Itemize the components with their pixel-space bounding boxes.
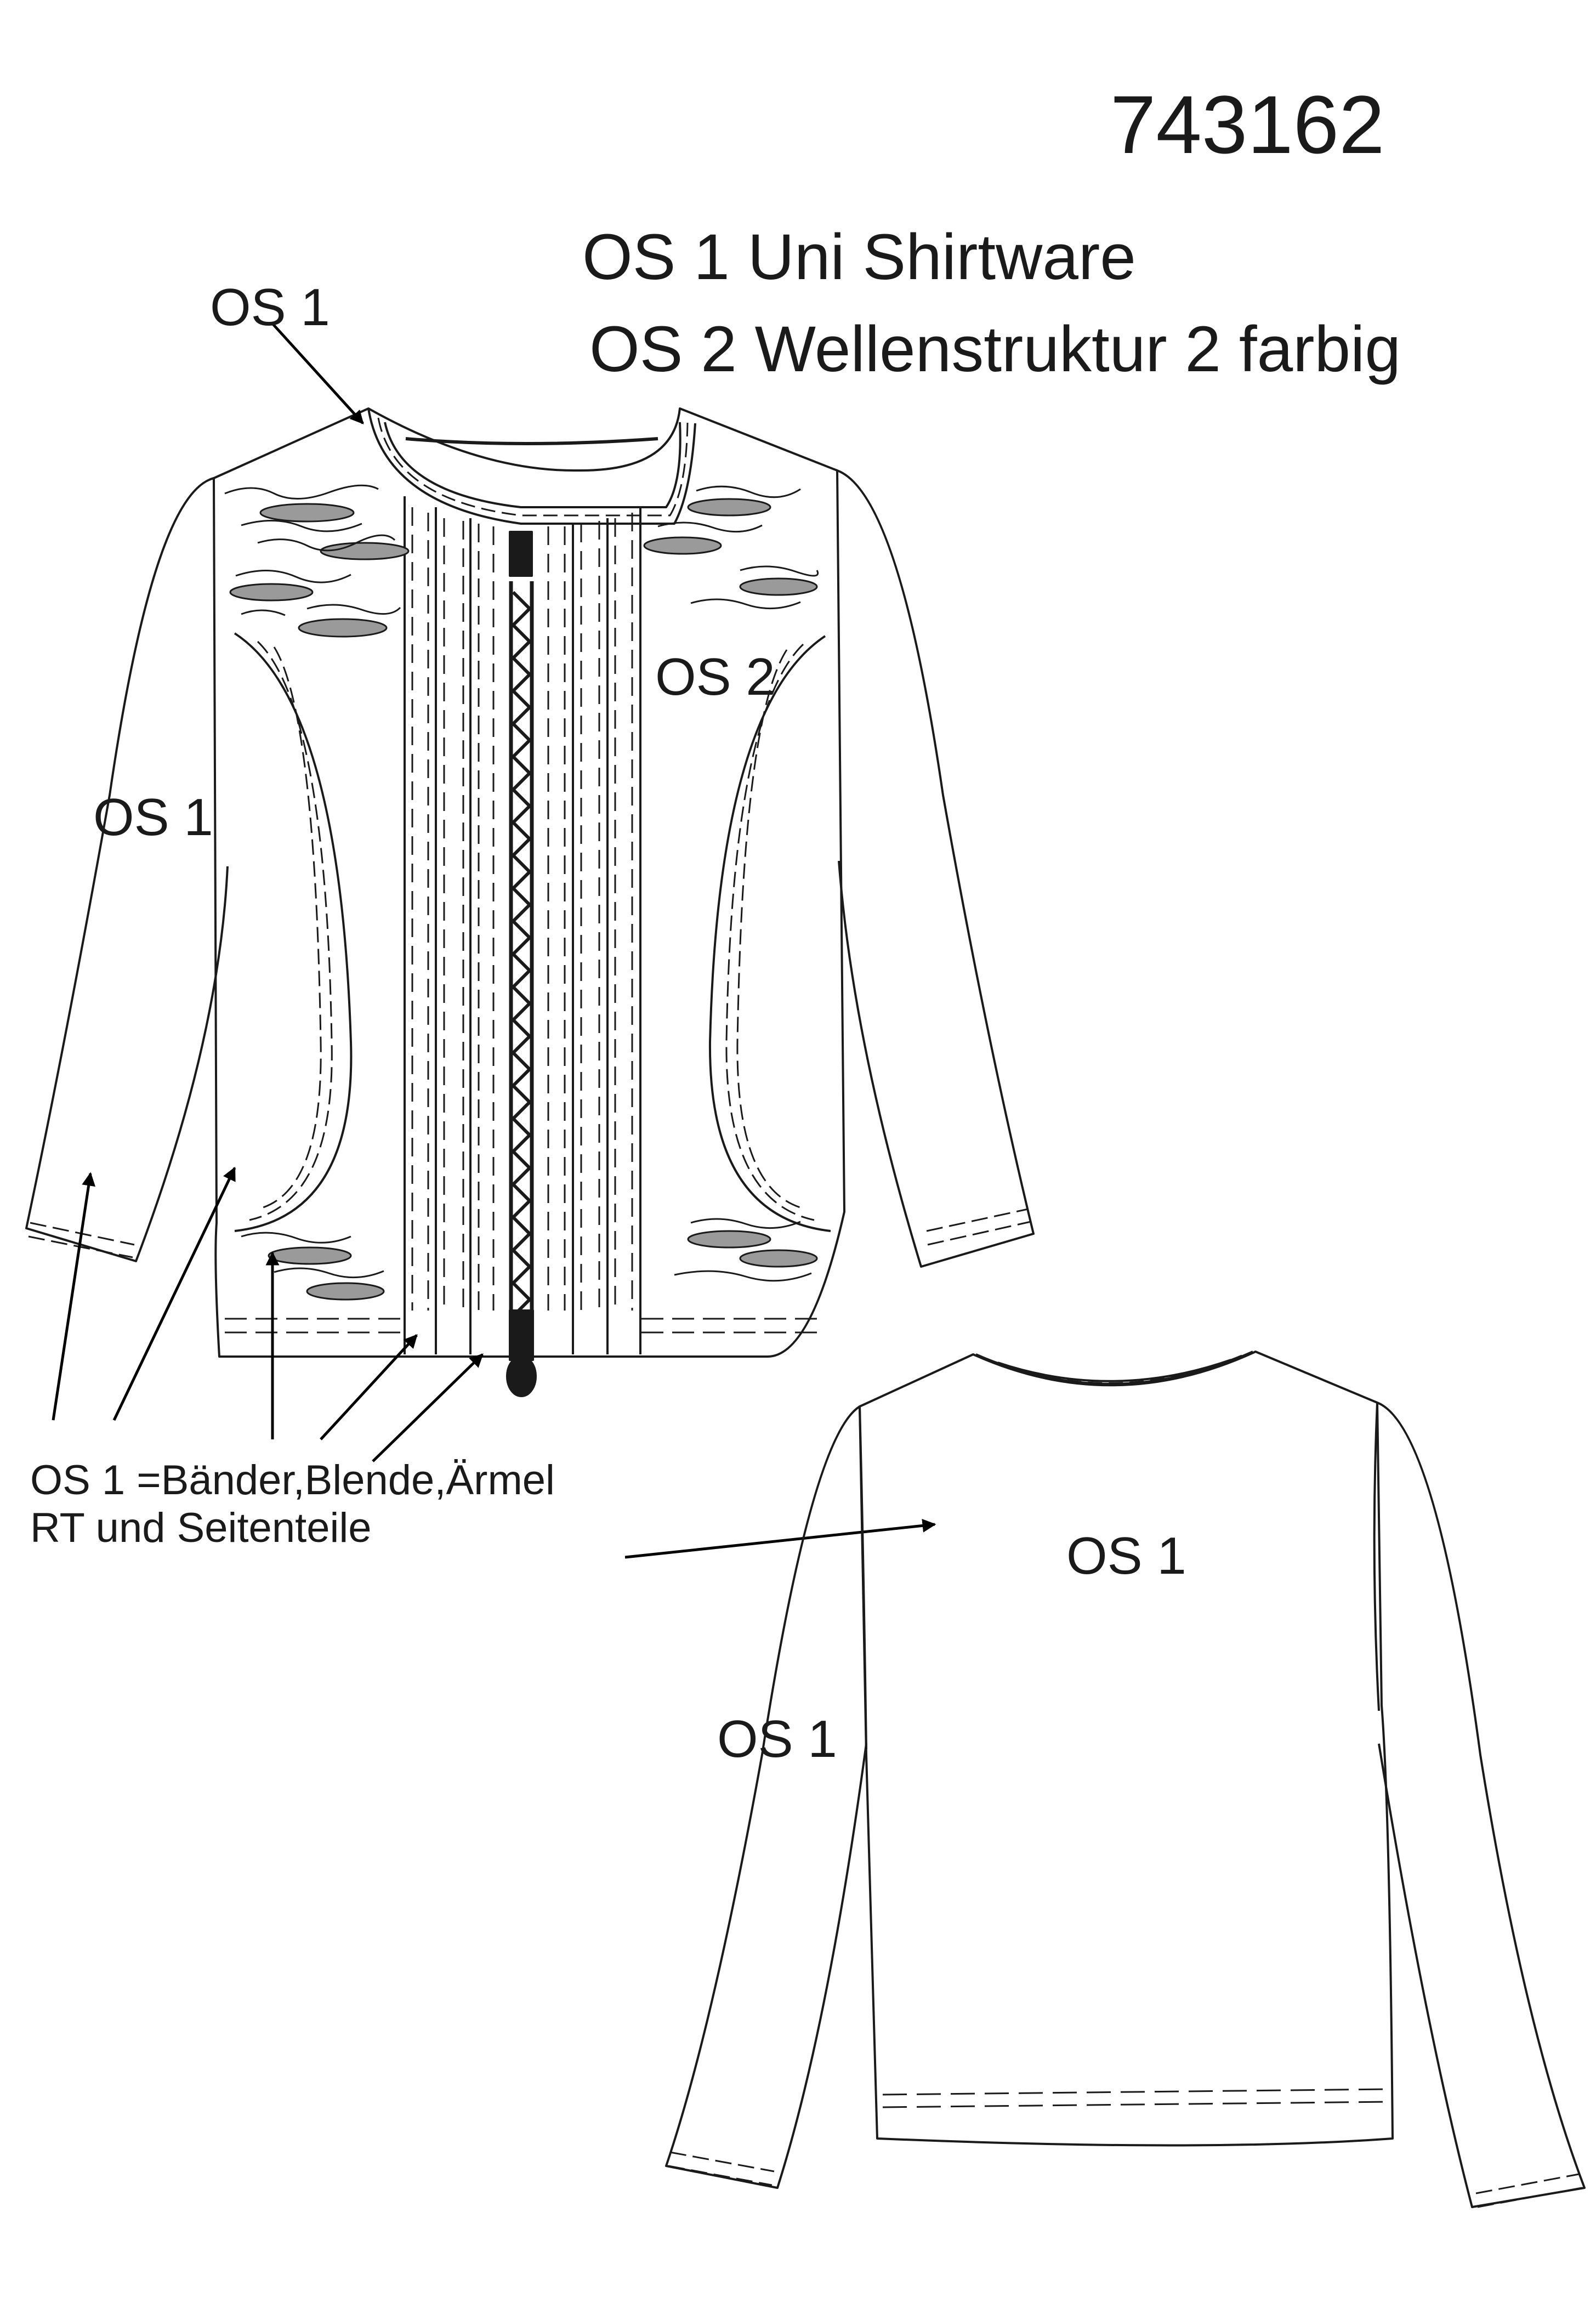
material-note-line2: RT und Seitenteile: [30, 1504, 372, 1551]
front-sleeve-right-cuff: [926, 1208, 1031, 1246]
front-side-panel-right: [708, 635, 831, 1232]
front-side-panel-right-stitch2: [736, 649, 806, 1210]
material-note: OS 1 =Bänder,Blende,Ärmel RT und Seitent…: [30, 1457, 555, 1552]
arrow-neck: [270, 321, 364, 424]
front-sleeve-left: [25, 477, 229, 1262]
zipper-top-stop: [509, 531, 533, 577]
yoke-label: OS 2: [655, 648, 775, 706]
front-collar-band: [384, 422, 681, 508]
arrow-placket: [372, 1353, 484, 1462]
back-sleeve-label: OS 1: [717, 1710, 837, 1768]
back-body-outline: [859, 1351, 1394, 2147]
front-collar-stitch: [377, 417, 689, 517]
front-neckline: [367, 408, 696, 525]
front-side-panel-left-stitch: [249, 640, 333, 1221]
back-label: OS 1: [1066, 1527, 1186, 1585]
front-side-panel-left-stitch2: [257, 646, 322, 1210]
wave-structure-patches: [229, 498, 818, 1301]
back-sleeve-right-cuff: [1475, 2173, 1582, 2208]
arrow-sleeve: [52, 1172, 95, 1421]
back-yoke-left: [859, 1406, 867, 1750]
article-number: 743162: [1110, 78, 1385, 171]
back-sleeve-right: [1377, 1402, 1586, 2208]
back-sleeve-left: [665, 1405, 867, 2189]
front-annotation-arrows: [52, 321, 936, 1559]
back-collar-band: [997, 1359, 1231, 1382]
back-collar-stitch: [986, 1354, 1242, 1385]
front-sleeve-right: [837, 469, 1035, 1268]
legend-os1: OS 1 Uni Shirtware: [582, 221, 1136, 293]
front-neck-piping: [405, 437, 658, 445]
back-hem-stitching: [882, 2088, 1390, 2108]
front-side-panel-left: [234, 632, 353, 1232]
wave-structure-lines: [224, 484, 819, 1282]
front-sleeve-label: OS 1: [93, 788, 213, 847]
back-garment: [665, 1351, 1586, 2208]
back-yoke-right: [1373, 1402, 1380, 1711]
material-note-line1: OS 1 =Bänder,Blende,Ärmel: [30, 1457, 555, 1504]
arrow-side-panel: [112, 1166, 236, 1421]
zipper-pull: [506, 1355, 537, 1397]
zipper-teeth: [512, 591, 531, 1318]
zipper-slider: [509, 1309, 534, 1361]
front-garment: [25, 407, 1035, 1397]
back-sleeve-left-cuff: [668, 2151, 775, 2186]
front-body-outline: [213, 407, 845, 1358]
front-side-panel-right-stitch: [725, 643, 815, 1221]
front-band-stitching: [411, 507, 633, 1311]
neck-label: OS 1: [210, 278, 330, 337]
arrow-back: [624, 1518, 936, 1559]
arrow-band: [320, 1334, 418, 1440]
legend-os2: OS 2 Wellenstruktur 2 farbig: [589, 313, 1401, 385]
